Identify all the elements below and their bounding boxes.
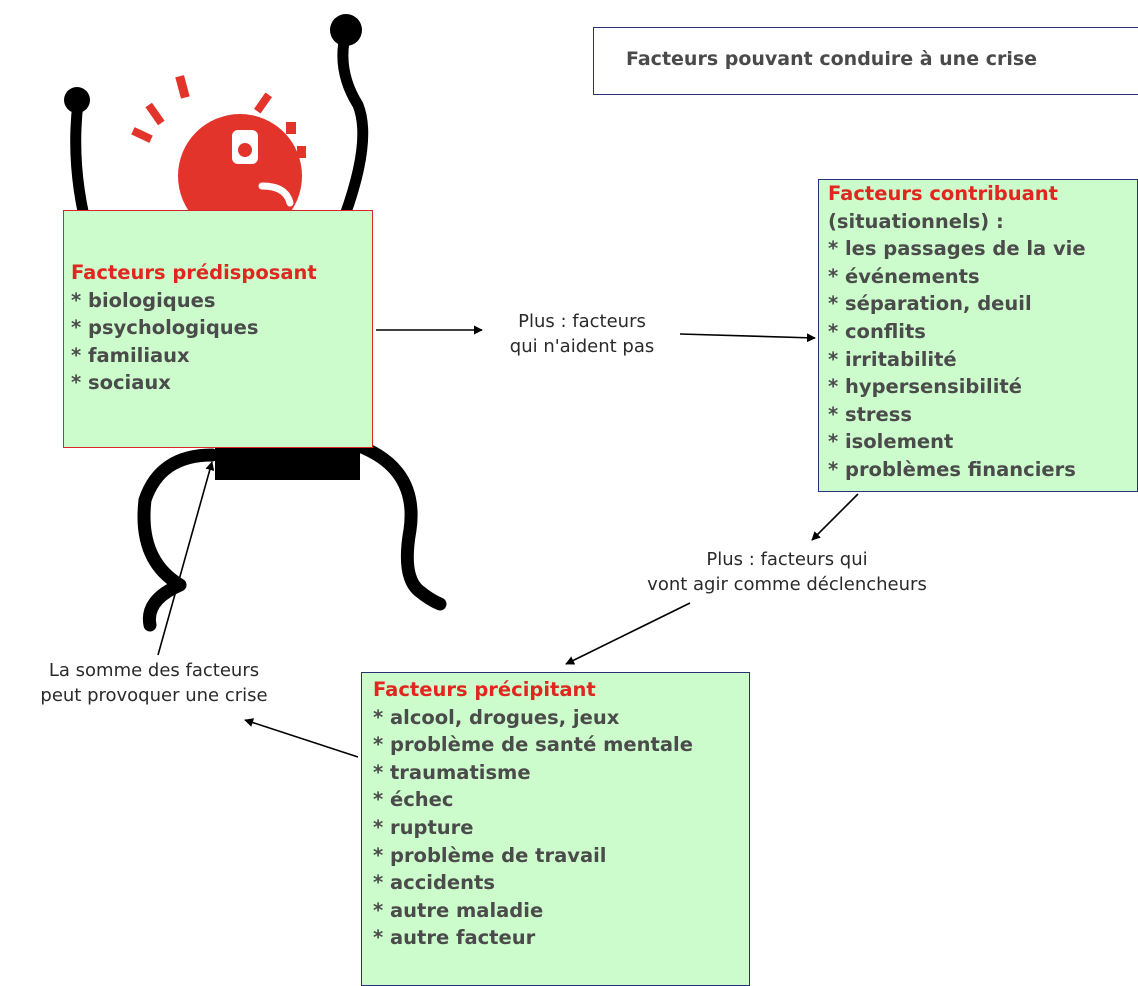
list-item: * alcool, drogues, jeux bbox=[373, 705, 620, 729]
list-item: * sociaux bbox=[71, 371, 171, 395]
list-item: * hypersensibilité bbox=[828, 375, 1022, 399]
list-item: * accidents bbox=[373, 871, 495, 895]
predisposing-factors-box: Facteurs prédisposant * biologiques * ps… bbox=[63, 210, 373, 448]
list-item: * problème de travail bbox=[373, 843, 607, 867]
right-arm bbox=[337, 26, 369, 221]
note-trigger-factors: Plus : facteurs qui vont agir comme décl… bbox=[592, 547, 982, 597]
list-item: * conflits bbox=[828, 319, 926, 343]
precipitating-factors-box: Facteurs précipitant * alcool, drogues, … bbox=[361, 672, 750, 986]
list-item: * échec bbox=[373, 788, 454, 812]
head-pupil bbox=[238, 143, 252, 157]
predisposing-title: Facteurs prédisposant bbox=[71, 261, 317, 284]
diagram-title-box: Facteurs pouvant conduire à une crise bbox=[593, 27, 1138, 95]
arrow-precipitating-to-sum bbox=[244, 718, 359, 758]
stress-marks bbox=[131, 75, 306, 158]
arrow-sum-to-predisposing bbox=[157, 461, 215, 656]
note-line: Plus : facteurs bbox=[518, 311, 646, 332]
list-item: * biologiques bbox=[71, 288, 216, 312]
note-line: La somme des facteurs bbox=[48, 660, 260, 681]
precipitating-title: Facteurs précipitant bbox=[373, 678, 596, 701]
contributing-title: Facteurs contribuant bbox=[828, 182, 1059, 205]
head-circle bbox=[178, 114, 302, 238]
list-item: * traumatisme bbox=[373, 760, 531, 784]
arrow-note-to-precipitating bbox=[565, 602, 691, 665]
list-item: * rupture bbox=[373, 815, 474, 839]
list-item: * les passages de la vie bbox=[828, 237, 1086, 261]
list-item: * psychologiques bbox=[71, 316, 259, 340]
list-item: * autre facteur bbox=[373, 926, 536, 950]
arrows bbox=[157, 325, 859, 758]
list-item: * événements bbox=[828, 264, 980, 288]
left-leg bbox=[137, 448, 219, 632]
contributing-subtitle: (situationnels) : bbox=[828, 209, 1004, 233]
right-hand bbox=[330, 14, 362, 46]
list-item: * isolement bbox=[828, 430, 954, 454]
head-mouth bbox=[258, 182, 294, 207]
list-item: * problèmes financiers bbox=[828, 457, 1076, 481]
contributing-factors-box: Facteurs contribuant (situationnels) : *… bbox=[818, 179, 1138, 492]
list-item: * irritabilité bbox=[828, 347, 957, 371]
list-item: * familiaux bbox=[71, 343, 190, 367]
stick-figure-head bbox=[178, 114, 302, 238]
torso bbox=[215, 445, 360, 480]
list-item: * problème de santé mentale bbox=[373, 733, 693, 757]
note-line: qui n'aident pas bbox=[509, 336, 655, 357]
note-sum-of-factors: La somme des facteurs peut provoquer une… bbox=[0, 658, 308, 708]
right-leg bbox=[333, 433, 447, 611]
diagram-title: Facteurs pouvant conduire à une crise bbox=[626, 48, 1038, 70]
list-item: * séparation, deuil bbox=[828, 292, 1032, 316]
arrow-note-to-contributing bbox=[679, 333, 816, 343]
note-unhelpful-factors: Plus : facteurs qui n'aident pas bbox=[472, 309, 692, 359]
note-line: peut provoquer une crise bbox=[40, 685, 268, 706]
list-item: * autre maladie bbox=[373, 898, 544, 922]
note-line: Plus : facteurs qui bbox=[706, 549, 868, 570]
list-item: * stress bbox=[828, 402, 912, 426]
note-line: vont agir comme déclencheurs bbox=[647, 574, 927, 595]
left-hand bbox=[64, 87, 90, 113]
arrow-contributing-to-note bbox=[811, 493, 859, 541]
